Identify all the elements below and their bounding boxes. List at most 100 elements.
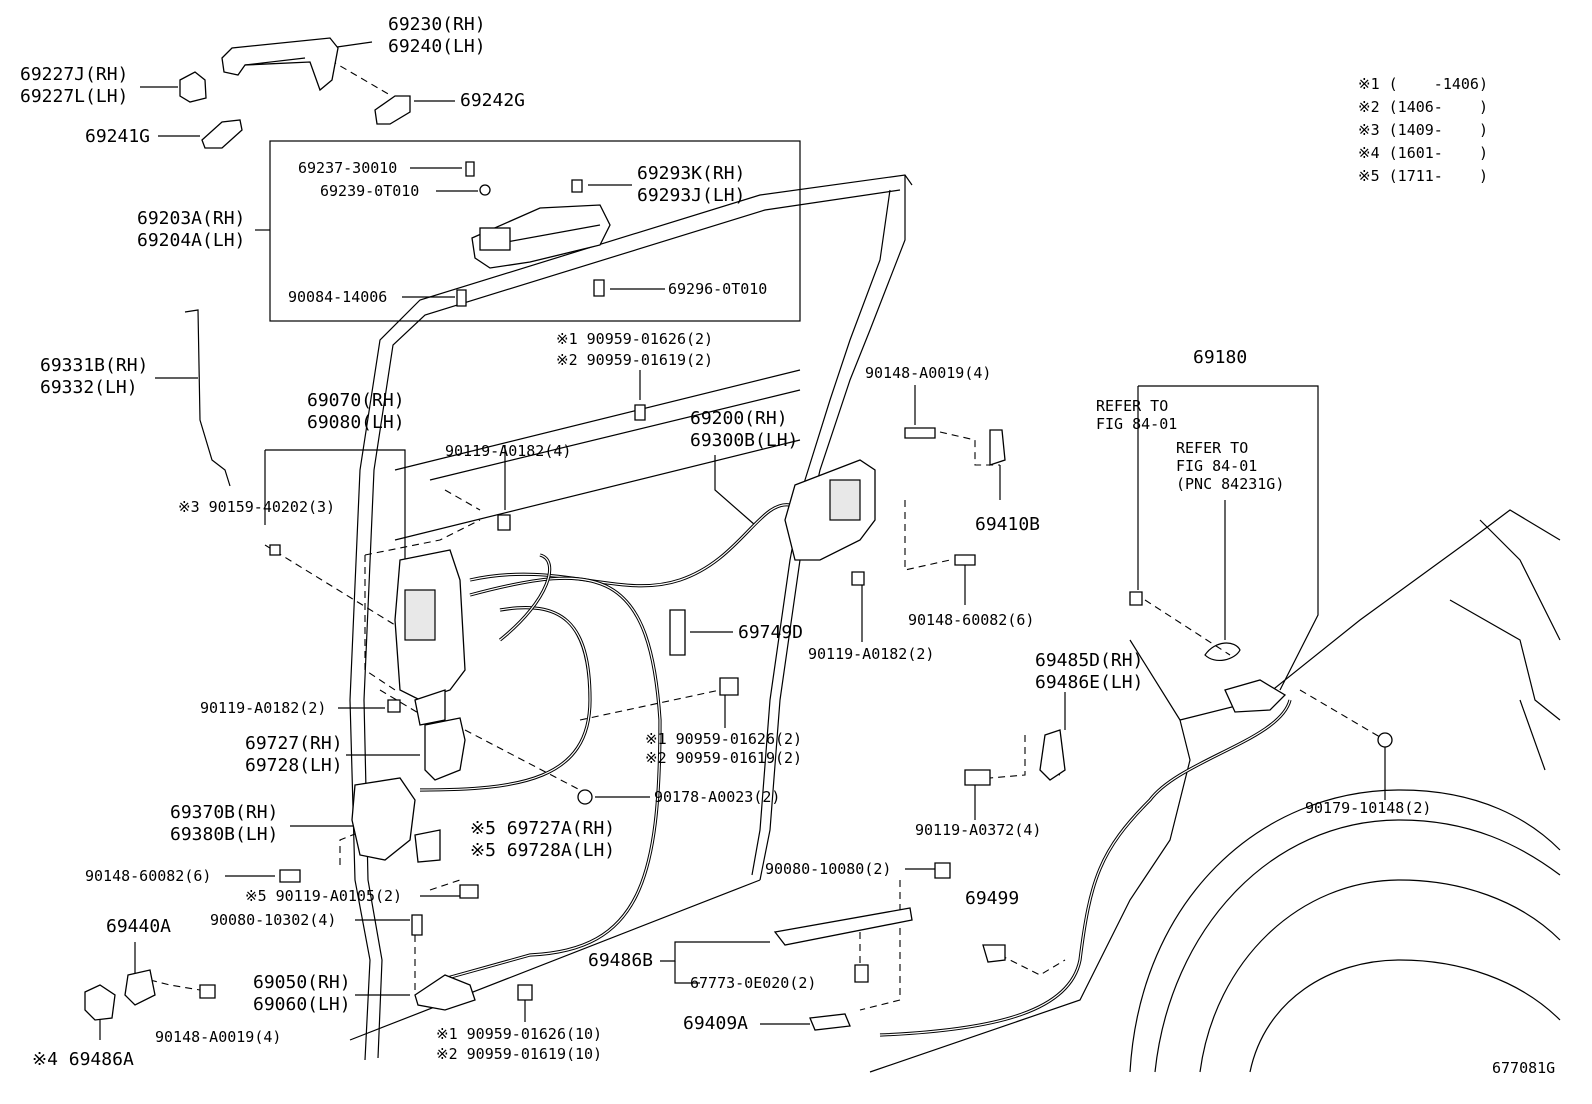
part-label: 69409A xyxy=(683,1013,749,1034)
lower-lock-69370b xyxy=(351,777,416,861)
striker-69485d xyxy=(1039,729,1066,781)
part-label: 69060(LH) xyxy=(253,994,351,1015)
leader-lines xyxy=(99,41,1386,1040)
reference-note: FIG 84-01 xyxy=(1096,415,1178,433)
bolt-90119-e xyxy=(459,884,479,899)
part-label: ※5 69728A(LH) xyxy=(470,840,616,861)
vehicle-body-outline xyxy=(349,174,1561,1073)
part-label: ※1 90959-01626(10) xyxy=(436,1025,603,1043)
bolt-90119-a xyxy=(497,514,511,531)
part-label: 69241G xyxy=(85,126,151,147)
legend-item: ※4 (1601- ) xyxy=(1358,144,1488,162)
part-label: 69080(LH) xyxy=(307,412,405,433)
part-label: 69410B xyxy=(975,514,1041,535)
part-label: 69293K(RH) xyxy=(637,163,746,184)
part-label: 69293J(LH) xyxy=(637,185,746,206)
fuel-lid-lock xyxy=(1224,679,1287,713)
screw-90084 xyxy=(456,289,467,307)
bolt-90119-b xyxy=(851,571,865,586)
part-label: 69749D xyxy=(738,622,804,643)
screw-69296 xyxy=(593,279,605,297)
reference-note: FIG 84-01 xyxy=(1176,457,1258,475)
part-label: 90080-10080(2) xyxy=(765,860,892,878)
clip-69293 xyxy=(571,179,583,193)
part-label: 69370B(RH) xyxy=(170,802,279,823)
part-label: 69204A(LH) xyxy=(137,230,246,251)
part-label: ※5 69727A(RH) xyxy=(470,818,616,839)
part-label: ※4 69486A xyxy=(32,1049,134,1070)
part-label: 90119-A0182(2) xyxy=(200,699,327,717)
part-label: 69227L(LH) xyxy=(20,86,129,107)
screw-90148-a xyxy=(904,427,936,439)
part-label: 90179-10148(2) xyxy=(1305,799,1432,817)
legend-item: ※2 (1406- ) xyxy=(1358,98,1488,116)
bolt-90080-a xyxy=(934,862,951,879)
handle-pad-rear xyxy=(374,95,411,125)
date-legend: ※1 ( -1406) ※2 (1406- ) ※3 (1409- ) ※4 (… xyxy=(1358,74,1488,185)
bolt-90119-c xyxy=(387,699,401,713)
part-label: 67773-0E020(2) xyxy=(690,974,817,992)
handle-assembly-frame xyxy=(269,140,801,322)
part-label: 69499 xyxy=(965,888,1020,909)
part-label: 69050(RH) xyxy=(253,972,351,993)
legend-item: ※3 (1409- ) xyxy=(1358,121,1488,139)
part-label: 69237-30010 xyxy=(298,159,398,177)
part-label: 69070(RH) xyxy=(307,390,405,411)
part-label: 90178-A0023(2) xyxy=(654,788,781,806)
bolt-90119-d xyxy=(964,769,991,786)
screw-90148-c xyxy=(279,869,301,883)
rail-69486b xyxy=(773,907,913,946)
pin-69237 xyxy=(465,161,475,177)
part-label: 69230(RH) xyxy=(388,14,486,35)
cover-69486a xyxy=(84,984,116,1021)
clamp-90959-a xyxy=(634,404,646,421)
part-label: 69727(RH) xyxy=(245,733,343,754)
part-label: ※2 90959-01619(10) xyxy=(436,1045,603,1063)
part-label: 69728(LH) xyxy=(245,755,343,776)
grommet-90178 xyxy=(577,789,593,805)
illustration-code: 677081G xyxy=(1492,1059,1556,1077)
bellcrank-69727 xyxy=(424,717,466,781)
bracket-69727a xyxy=(414,829,441,863)
part-label: 90119-A0182(2) xyxy=(808,645,935,663)
part-label: ※3 90159-40202(3) xyxy=(178,498,336,516)
fuel-wire xyxy=(1204,642,1241,662)
switch-69409a xyxy=(809,1013,851,1031)
part-label: 69485D(RH) xyxy=(1035,650,1144,671)
part-label: 90084-14006 xyxy=(288,288,388,306)
clip-67773 xyxy=(854,964,869,983)
front-door-lock xyxy=(394,549,466,726)
outside-door-handle xyxy=(221,37,339,92)
screw-90148-b xyxy=(954,554,976,566)
part-label: 69296-0T010 xyxy=(668,280,768,298)
legend-item: ※5 (1711- ) xyxy=(1358,167,1488,185)
clip-69749d xyxy=(669,609,686,656)
cables xyxy=(419,503,1292,1037)
handle-cap xyxy=(179,71,207,103)
part-label: 69200(RH) xyxy=(690,408,788,429)
part-label: 69486B xyxy=(588,950,654,971)
part-label: ※2 90959-01619(2) xyxy=(556,351,714,369)
reference-note: (PNC 84231G) xyxy=(1176,475,1285,493)
lower-lock-69050 xyxy=(414,974,476,1011)
part-label: 90148-A0019(4) xyxy=(155,1028,282,1046)
part-label: 69203A(RH) xyxy=(137,208,246,229)
rear-door-lock xyxy=(784,459,876,561)
part-label: 69300B(LH) xyxy=(690,430,799,451)
part-label: 69242G xyxy=(460,90,526,111)
part-label: 90080-10302(4) xyxy=(210,911,337,929)
part-label: 69180 xyxy=(1193,347,1248,368)
bolt-ref xyxy=(1129,591,1143,606)
part-label: 90119-A0372(4) xyxy=(915,821,1042,839)
part-label: 69240(LH) xyxy=(388,36,486,57)
rod-69331 xyxy=(184,309,231,487)
part-label: 90148-60082(6) xyxy=(908,611,1035,629)
part-label: 69331B(RH) xyxy=(40,355,149,376)
handle-pad-front xyxy=(201,119,243,149)
washer-69239 xyxy=(479,184,491,196)
clamp-90959-c xyxy=(517,984,533,1001)
grommet-90179 xyxy=(1377,732,1393,748)
reference-note: REFER TO xyxy=(1096,397,1169,415)
part-label: ※2 90959-01619(2) xyxy=(645,749,803,767)
